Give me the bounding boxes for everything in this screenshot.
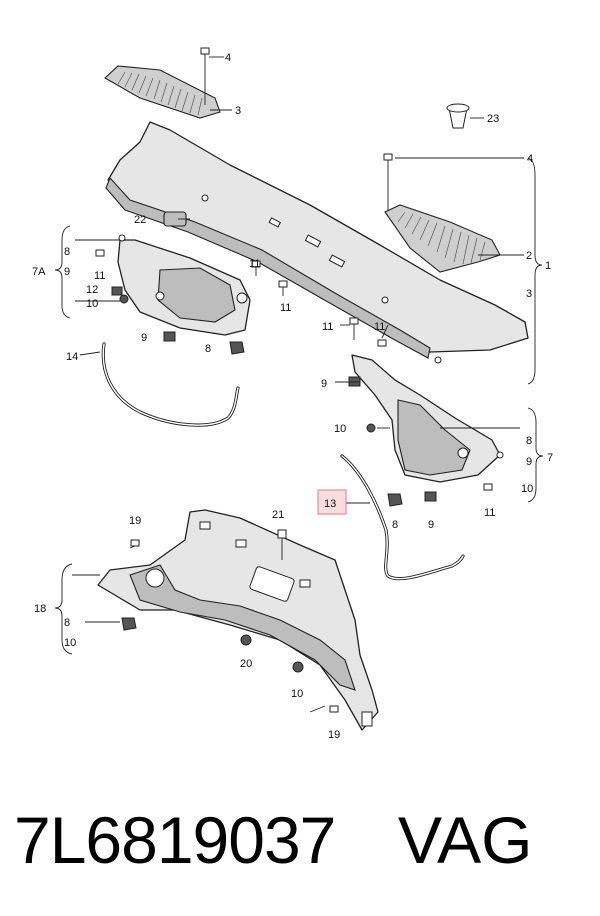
callout-9-7-b: 9 bbox=[526, 456, 532, 468]
callout-9-7a-b: 9 bbox=[141, 332, 147, 344]
callout-12: 12 bbox=[86, 284, 98, 296]
callout-8-18: 8 bbox=[64, 617, 70, 629]
part-number: 7L6819037 bbox=[14, 803, 336, 877]
callout-10-18-b: 10 bbox=[291, 688, 303, 700]
callout-8-7-b: 8 bbox=[392, 519, 398, 531]
callout-11-7a-b: 11 bbox=[249, 258, 260, 270]
callout-2: 2 bbox=[526, 250, 532, 262]
callout-4-right: 4 bbox=[527, 153, 533, 165]
callout-4-top: 4 bbox=[225, 52, 231, 64]
callout-19-b: 19 bbox=[328, 729, 340, 741]
callout-8-7a: 8 bbox=[64, 246, 70, 258]
cowl-panel-main bbox=[105, 121, 529, 364]
fasteners bbox=[95, 47, 493, 713]
callout-22: 22 bbox=[134, 214, 146, 226]
callout-8-7: 8 bbox=[526, 435, 532, 447]
callout-10-7a: 10 bbox=[86, 298, 98, 310]
callout-9-7: 9 bbox=[321, 378, 327, 390]
callout-8-7a-b: 8 bbox=[205, 343, 211, 355]
hose-14 bbox=[101, 342, 240, 427]
callout-3-right: 3 bbox=[526, 288, 532, 300]
callout-3-top: 3 bbox=[235, 105, 241, 117]
callout-10-18: 10 bbox=[64, 637, 76, 649]
leader-lines bbox=[54, 56, 544, 713]
callout-9-7-c: 9 bbox=[428, 519, 434, 531]
callout-13: 13 bbox=[324, 498, 336, 510]
callout-14: 14 bbox=[66, 351, 78, 363]
brand-name: VAG bbox=[398, 803, 533, 877]
callout-7: 7 bbox=[547, 452, 553, 464]
callout-7a: 7A bbox=[32, 266, 46, 278]
callout-labels: 4 3 23 4 22 2 1 3 8 11 7A 9 11 12 10 11 … bbox=[32, 52, 553, 741]
callout-21: 21 bbox=[272, 509, 284, 521]
callout-18: 18 bbox=[34, 603, 46, 615]
callout-11-7-b: 11 bbox=[374, 321, 385, 333]
parts-diagram: 4 3 23 4 22 2 1 3 8 11 7A 9 11 12 10 11 … bbox=[32, 47, 553, 741]
callout-1: 1 bbox=[545, 260, 551, 272]
callout-11-7-c: 11 bbox=[484, 507, 495, 519]
hose-13 bbox=[340, 454, 465, 581]
grille-left bbox=[104, 65, 221, 119]
callout-10-7: 10 bbox=[334, 423, 346, 435]
callout-19-a: 19 bbox=[129, 515, 141, 527]
highlight-box-13 bbox=[317, 489, 347, 515]
callout-11-7a-a: 11 bbox=[94, 270, 105, 282]
callout-11-7a-c: 11 bbox=[280, 302, 291, 314]
callout-10-7-b: 10 bbox=[521, 483, 533, 495]
callout-9-7a: 9 bbox=[64, 266, 70, 278]
callout-23: 23 bbox=[487, 113, 499, 125]
bracket-right-7 bbox=[351, 354, 504, 483]
footer-caption: 7L6819037 VAG bbox=[0, 800, 600, 890]
shield-18 bbox=[97, 509, 379, 731]
callout-11-7-a: 11 bbox=[322, 321, 333, 333]
bracket-left-7a bbox=[117, 234, 251, 336]
callout-20: 20 bbox=[240, 658, 252, 670]
